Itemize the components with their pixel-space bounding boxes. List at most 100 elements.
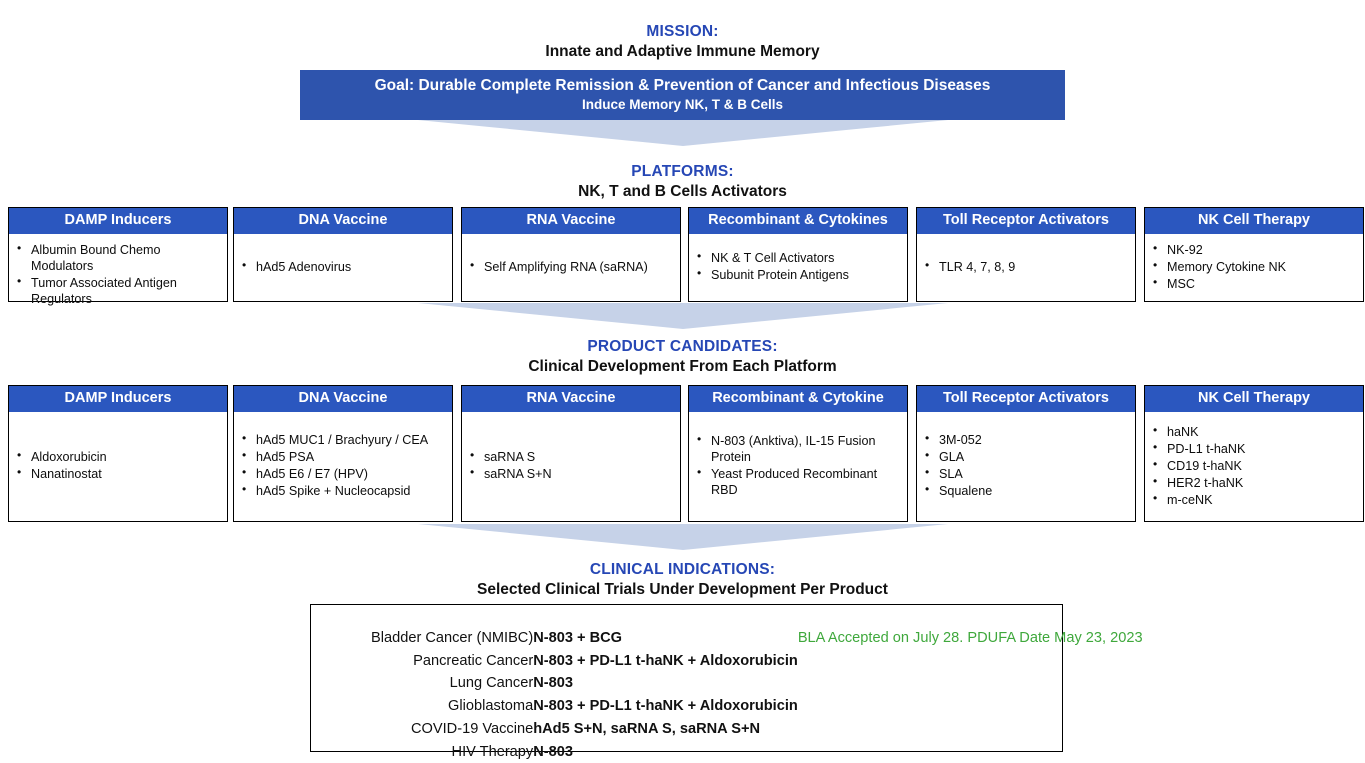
table-row: Lung Cancer N-803 [371,672,1143,695]
product-card-body: haNK PD-L1 t-haNK CD19 t-haNK HER2 t-haN… [1145,412,1363,521]
product-card-title: Recombinant & Cytokine [689,386,907,412]
product-card-title: NK Cell Therapy [1145,386,1363,412]
product-card-toll-receptor-activators[interactable]: Toll Receptor Activators 3M-052 GLA SLA … [916,385,1136,522]
list-item: Memory Cytokine NK [1153,258,1357,275]
platform-card-body: TLR 4, 7, 8, 9 [917,234,1135,301]
list-item: Albumin Bound Chemo Modulators [17,241,221,274]
product-card-damp-inducers[interactable]: DAMP Inducers Aldoxorubicin Nanatinostat [8,385,228,522]
bullet-list: saRNA S saRNA S+N [470,448,674,483]
status-note [798,718,1143,741]
platform-card-title: NK Cell Therapy [1145,208,1363,234]
indication-label: Lung Cancer [449,675,534,692]
list-item: CD19 t-haNK [1153,457,1357,474]
platforms-heading: PLATFORMS: NK, T and B Cells Activators [0,162,1365,203]
product-card-title: DNA Vaccine [234,386,452,412]
mission-subtitle: Innate and Adaptive Immune Memory [545,43,820,61]
platform-card-recombinant-cytokines[interactable]: Recombinant & Cytokines NK & T Cell Acti… [688,207,908,302]
status-note [798,741,1143,763]
platforms-subtitle: NK, T and B Cells Activators [578,183,787,201]
platform-card-body: Albumin Bound Chemo Modulators Tumor Ass… [9,234,227,314]
list-item: NK-92 [1153,241,1357,258]
product-label: N-803 + PD-L1 t-haNK + Aldoxorubicin [533,698,798,715]
bullet-list: hAd5 Adenovirus [242,258,446,276]
list-item: Self Amplifying RNA (saRNA) [470,258,674,275]
platform-card-title: RNA Vaccine [462,208,680,234]
clinical-indications-heading: CLINICAL INDICATIONS: Selected Clinical … [0,560,1365,601]
product-card-body: hAd5 MUC1 / Brachyury / CEA hAd5 PSA hAd… [234,412,452,521]
clinical-indications-kicker: CLINICAL INDICATIONS: [589,561,776,578]
status-note [798,672,1143,695]
platform-card-body: NK & T Cell Activators Subunit Protein A… [689,234,907,301]
platform-card-body: Self Amplifying RNA (saRNA) [462,234,680,301]
mission-kicker: MISSION: [646,23,719,40]
list-item: m-ceNK [1153,491,1357,508]
platform-card-nk-cell-therapy[interactable]: NK Cell Therapy NK-92 Memory Cytokine NK… [1144,207,1364,302]
goal-line-2: Induce Memory NK, T & B Cells [581,97,784,113]
platform-card-title: DAMP Inducers [9,208,227,234]
table-row: HIV Therapy N-803 [371,741,1143,763]
product-card-body: saRNA S saRNA S+N [462,412,680,521]
product-card-body: 3M-052 GLA SLA Squalene [917,412,1135,521]
product-card-rna-vaccine[interactable]: RNA Vaccine saRNA S saRNA S+N [461,385,681,522]
list-item: haNK [1153,423,1357,440]
clinical-indications-table: Bladder Cancer (NMIBC) N-803 + BCG BLA A… [371,627,1143,763]
list-item: hAd5 MUC1 / Brachyury / CEA [242,431,446,448]
list-item: MSC [1153,275,1357,292]
table-row: COVID-19 Vaccine hAd5 S+N, saRNA S, saRN… [371,718,1143,741]
product-card-nk-cell-therapy[interactable]: NK Cell Therapy haNK PD-L1 t-haNK CD19 t… [1144,385,1364,522]
clinical-indications-box: Bladder Cancer (NMIBC) N-803 + BCG BLA A… [310,604,1143,760]
product-card-title: DAMP Inducers [9,386,227,412]
product-label: N-803 + PD-L1 t-haNK + Aldoxorubicin [533,652,798,669]
list-item: Tumor Associated Antigen Regulators [17,274,221,307]
platform-card-toll-receptor-activators[interactable]: Toll Receptor Activators TLR 4, 7, 8, 9 [916,207,1136,302]
list-item: hAd5 E6 / E7 (HPV) [242,465,446,482]
list-item: HER2 t-haNK [1153,474,1357,491]
product-label: N-803 [533,743,573,760]
product-card-recombinant-cytokine[interactable]: Recombinant & Cytokine N-803 (Anktiva), … [688,385,908,522]
list-item: N-803 (Anktiva), IL-15 Fusion Protein [697,432,901,465]
list-item: saRNA S [470,448,674,465]
product-candidates-subtitle: Clinical Development From Each Platform [528,358,837,376]
arrow-platforms-to-products [418,303,948,329]
list-item: Aldoxorubicin [17,448,221,465]
product-card-title: RNA Vaccine [462,386,680,412]
list-item: PD-L1 t-haNK [1153,440,1357,457]
list-item: Subunit Protein Antigens [697,266,901,283]
table-row: Bladder Cancer (NMIBC) N-803 + BCG BLA A… [371,627,1143,650]
list-item: Squalene [925,482,1129,499]
platform-card-damp-inducers[interactable]: DAMP Inducers Albumin Bound Chemo Modula… [8,207,228,306]
bullet-list: TLR 4, 7, 8, 9 [925,258,1129,276]
list-item: TLR 4, 7, 8, 9 [925,258,1129,275]
platforms-kicker: PLATFORMS: [631,163,734,180]
platform-card-title: DNA Vaccine [234,208,452,234]
product-candidates-heading: PRODUCT CANDIDATES: Clinical Development… [0,337,1365,378]
list-item: saRNA S+N [470,465,674,482]
platform-card-body: NK-92 Memory Cytokine NK MSC [1145,234,1363,301]
product-card-dna-vaccine[interactable]: DNA Vaccine hAd5 MUC1 / Brachyury / CEA … [233,385,453,522]
status-note: BLA Accepted on July 28. PDUFA Date May … [797,630,1143,646]
product-label: N-803 + BCG [533,630,623,646]
arrow-products-to-indications [418,524,948,550]
bullet-list: 3M-052 GLA SLA Squalene [925,431,1129,500]
list-item: GLA [925,448,1129,465]
product-card-body: N-803 (Anktiva), IL-15 Fusion Protein Ye… [689,412,907,521]
list-item: hAd5 Adenovirus [242,258,446,275]
bullet-list: hAd5 MUC1 / Brachyury / CEA hAd5 PSA hAd… [242,431,446,500]
platform-card-rna-vaccine[interactable]: RNA Vaccine Self Amplifying RNA (saRNA) [461,207,681,302]
list-item: hAd5 PSA [242,448,446,465]
list-item: 3M-052 [925,431,1129,448]
platform-card-dna-vaccine[interactable]: DNA Vaccine hAd5 Adenovirus [233,207,453,302]
indication-label: Glioblastoma [448,698,534,715]
bullet-list: Albumin Bound Chemo Modulators Tumor Ass… [17,241,221,308]
indication-label: Pancreatic Cancer [413,652,534,669]
indication-label: COVID-19 Vaccine [411,720,534,737]
bullet-list: haNK PD-L1 t-haNK CD19 t-haNK HER2 t-haN… [1153,423,1357,510]
platform-card-title: Toll Receptor Activators [917,208,1135,234]
list-item: Nanatinostat [17,465,221,482]
list-item: SLA [925,465,1129,482]
bullet-list: NK-92 Memory Cytokine NK MSC [1153,241,1357,293]
goal-line-1: Goal: Durable Complete Remission & Preve… [374,77,991,94]
product-card-body: Aldoxorubicin Nanatinostat [9,412,227,521]
product-candidates-kicker: PRODUCT CANDIDATES: [587,338,778,355]
